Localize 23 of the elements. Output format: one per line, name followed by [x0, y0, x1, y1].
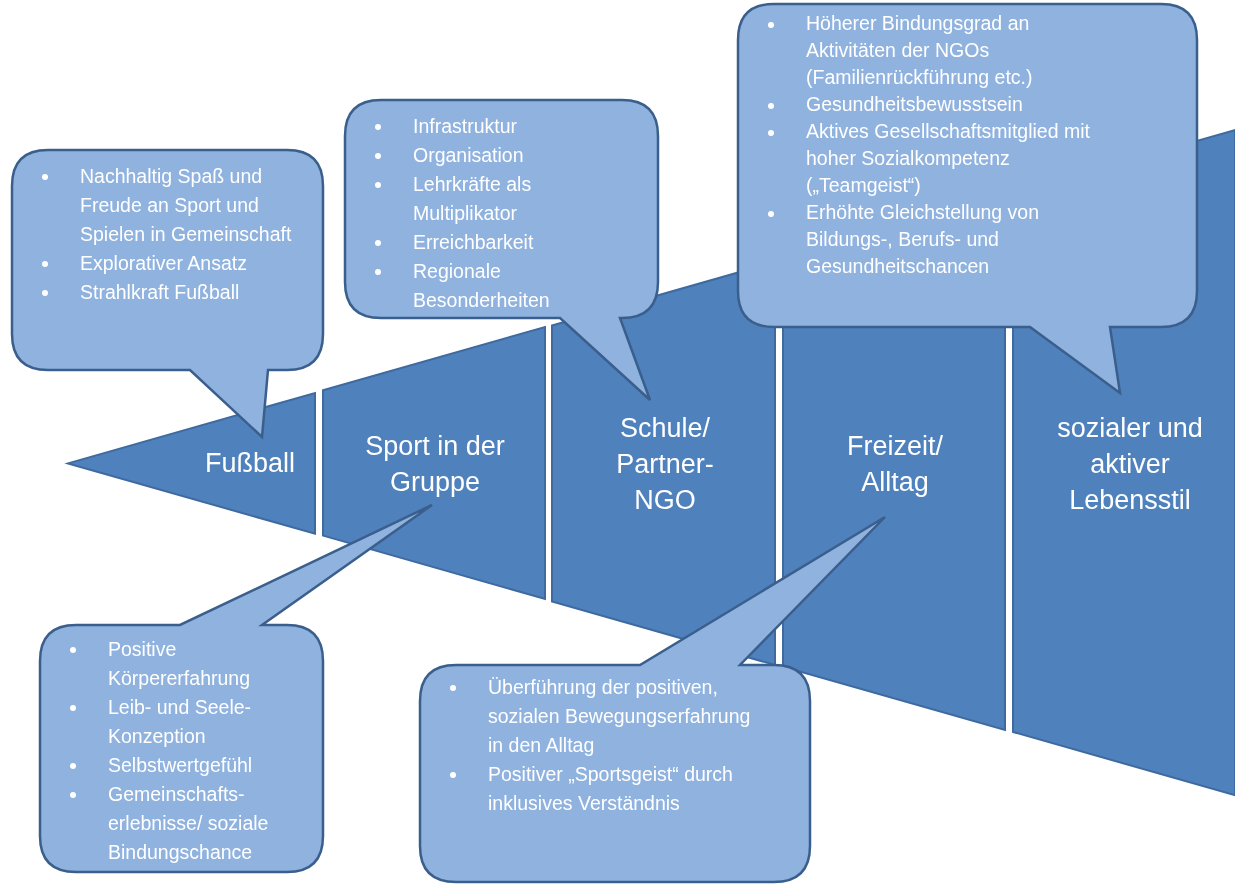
stage-label: Sport in der Gruppe	[364, 430, 506, 499]
bullet-text: Positiver „Sportsgeist“ durch inklusives Verständnis	[488, 763, 733, 814]
bullet-text: Explorativer Ansatz	[80, 252, 247, 274]
bullet-text: Gesundheitsbewusstsein	[806, 93, 1023, 115]
bullet-text: Lehrkräfte als Multiplikator	[413, 173, 532, 224]
bullet-text: Erhöhte Gleichstellung von Bildungs-, Berufs- und Gesundheitschancen	[806, 201, 1040, 277]
bullet-text: Positive Körpererfahrung	[108, 638, 250, 689]
bullet-text: Höherer Bindungsgrad an Aktivitäten der NGOs (Familienrückführung etc.)	[806, 12, 1033, 88]
bullet-text: Erreichbarkeit	[413, 231, 534, 253]
stage-label: sozialer und aktiver Lebensstil	[1056, 412, 1204, 517]
stage-label: Fußball	[204, 447, 296, 480]
bullet-text: Überführung der positiven, sozialen Bewegungserfahrung in den Alltag	[488, 676, 751, 756]
bullet-text: Strahlkraft Fußball	[80, 281, 240, 303]
bullet-text: Selbstwertgefühl	[108, 754, 253, 776]
stage-label: Freizeit/ Alltag	[846, 430, 944, 499]
bullet-text: Gemeinschafts-erlebnisse/ soziale Bindungschance	[108, 783, 269, 863]
bullet-text: Aktives Gesellschaftsmitglied mit hoher Sozialkompetenz („Teamgeist“)	[806, 120, 1090, 196]
bullet-text: Leib- und Seele-Konzeption	[108, 696, 252, 747]
bullet-text: Infrastruktur	[413, 115, 518, 137]
bullet-text: Organisation	[413, 144, 524, 166]
stage-label: Schule/ Partner-NGO	[615, 412, 715, 517]
bullet-text: Regionale Besonderheiten	[413, 260, 550, 311]
bullet-text: Nachhaltig Spaß und Freude an Sport und Spielen in Gemeinschaft	[80, 165, 292, 245]
